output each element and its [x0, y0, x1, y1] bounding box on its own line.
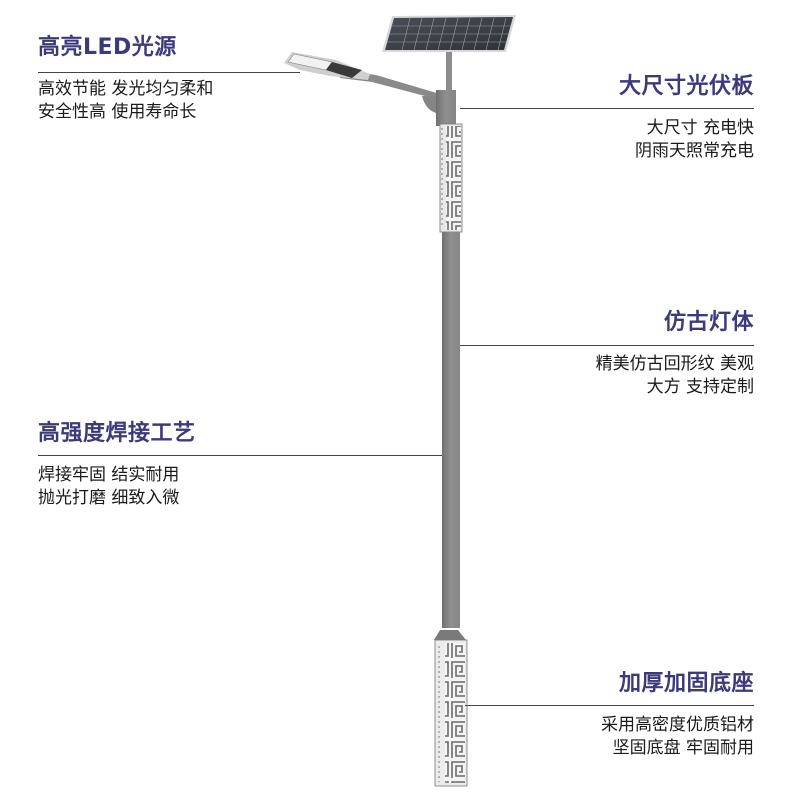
callout-title: 加厚加固底座 — [618, 671, 754, 696]
leader-line-base — [465, 705, 754, 706]
led-lamp-head-icon — [284, 52, 370, 80]
leader-line-antique — [460, 345, 754, 346]
greek-key-pattern-icon — [439, 123, 463, 233]
callout-line: 采用高密度优质铝材 — [601, 715, 754, 735]
leader-line-welding — [38, 455, 442, 456]
callout-line: 抛光打磨 细致入微 — [38, 488, 180, 508]
callout-line: 大尺寸 充电快 — [646, 118, 754, 138]
callout-base: 加厚加固底座 采用高密度优质铝材 坚固底盘 牢固耐用 — [601, 670, 754, 760]
callout-led-light: 高亮LED光源 高效节能 发光均匀柔和 安全性高 使用寿命长 — [38, 34, 213, 124]
callout-line: 阴雨天照常充电 — [635, 141, 754, 161]
solar-panel-icon — [382, 15, 516, 96]
callout-title: 大尺寸光伏板 — [618, 74, 754, 99]
callout-line: 高效节能 发光均匀柔和 — [38, 79, 214, 99]
callout-line: 焊接牢固 结实耐用 — [38, 465, 180, 485]
leader-line-solar — [460, 108, 754, 109]
callout-title: 仿古灯体 — [663, 310, 754, 335]
callout-solar-panel: 大尺寸光伏板 大尺寸 充电快 阴雨天照常充电 — [619, 73, 754, 163]
callout-line: 精美仿古回形纹 美观 — [595, 354, 754, 374]
callout-welding: 高强度焊接工艺 焊接牢固 结实耐用 抛光打磨 细致入微 — [38, 420, 196, 510]
callout-line: 安全性高 使用寿命长 — [38, 102, 197, 122]
greek-key-pattern-icon — [434, 639, 468, 787]
callout-title: 高强度焊接工艺 — [38, 421, 196, 446]
callout-antique-body: 仿古灯体 精美仿古回形纹 美观 大方 支持定制 — [596, 309, 754, 399]
callout-title: 高亮LED光源 — [38, 35, 177, 60]
callout-line: 坚固底盘 牢固耐用 — [612, 738, 754, 758]
callout-line: 大方 支持定制 — [646, 377, 754, 397]
leader-line-led — [38, 72, 300, 73]
